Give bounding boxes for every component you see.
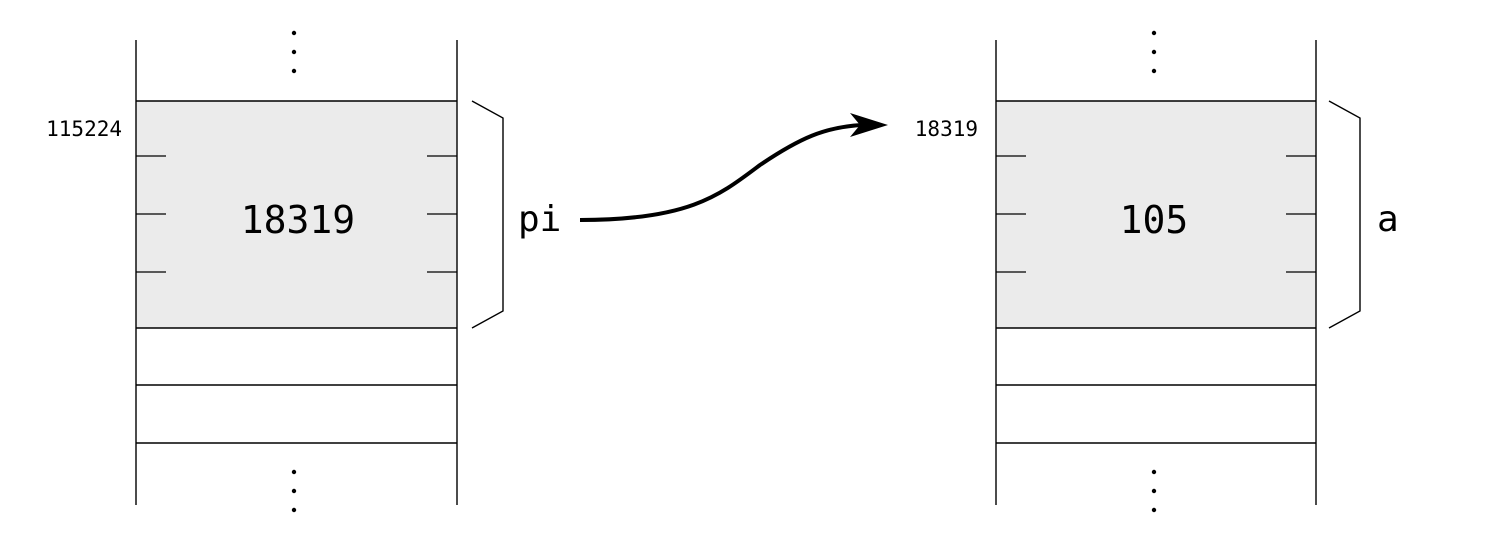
memory-column-right: 18319 105 a bbox=[915, 30, 1399, 513]
highlighted-cell-left bbox=[136, 101, 457, 328]
vertical-ellipsis-top bbox=[1151, 30, 1157, 74]
variable-name-pi: pi bbox=[518, 199, 561, 240]
cell-value-left: 18319 bbox=[241, 198, 355, 242]
arrowhead-icon bbox=[850, 113, 888, 137]
pointer-arrow bbox=[579, 113, 888, 222]
brace-right bbox=[1328, 100, 1361, 329]
vertical-ellipsis-bottom bbox=[291, 469, 297, 513]
vertical-ellipsis-top bbox=[291, 30, 297, 74]
cell-value-right: 105 bbox=[1120, 198, 1189, 242]
vertical-ellipsis-bottom bbox=[1151, 469, 1157, 513]
address-label-right: 18319 bbox=[915, 117, 978, 141]
variable-name-a: a bbox=[1377, 199, 1399, 240]
pointer-arrow-path bbox=[579, 123, 863, 222]
highlighted-cell-right bbox=[996, 101, 1316, 328]
memory-column-left: 115224 18319 pi bbox=[46, 30, 561, 513]
brace-left bbox=[471, 100, 504, 329]
address-label-left: 115224 bbox=[46, 117, 122, 141]
